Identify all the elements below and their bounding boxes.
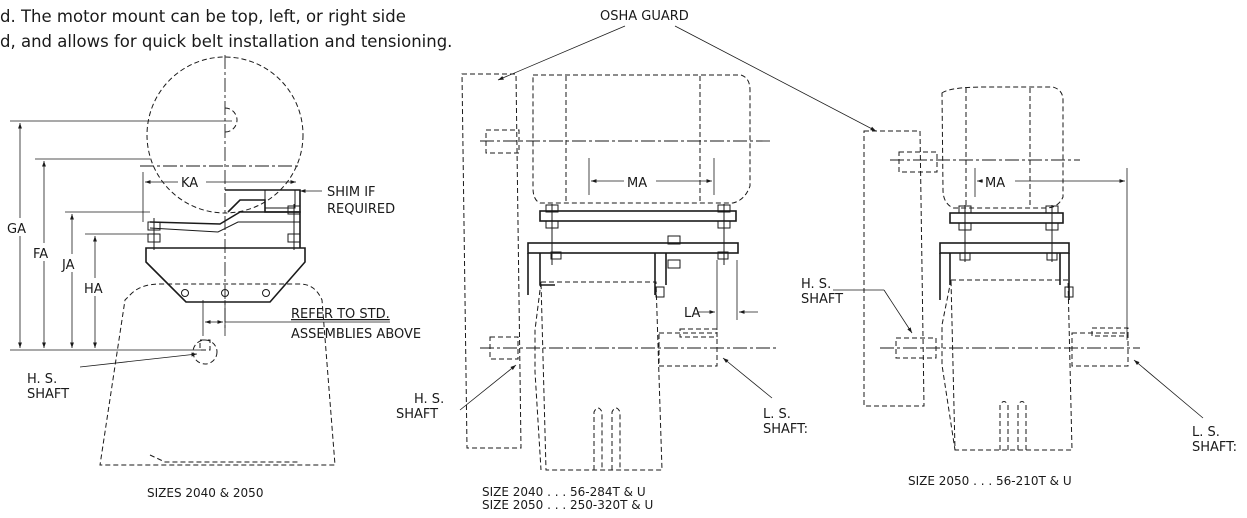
- left-shim-block: [264, 189, 296, 209]
- osha-leader-right: [674, 25, 877, 132]
- left-hs-label-line-1: H. S.: [27, 372, 57, 387]
- left-housing-bolt-b: [221, 289, 229, 297]
- right-base-leg-left: [939, 253, 951, 300]
- refer-label-line-2: ASSEMBLIES ABOVE: [291, 327, 421, 342]
- refer-label-line-1: REFER TO STD.: [291, 307, 390, 322]
- right-motor-shaft: [898, 151, 938, 173]
- middle-reducer-side: [534, 281, 542, 471]
- right-hs-leader: [883, 289, 913, 334]
- right-ma-label: MA: [985, 176, 1005, 191]
- middle-hs-leader: [459, 364, 517, 411]
- left-base-plate: [149, 211, 301, 248]
- right-reducer-side: [941, 279, 956, 451]
- right-base-nut-b: [1046, 252, 1058, 261]
- left-bolt-2: [287, 204, 301, 250]
- middle-reducer-slots: [593, 407, 621, 470]
- right-ma-label-bg: [983, 173, 1015, 189]
- ka-label-bg: [178, 174, 206, 190]
- right-reducer-body: [950, 279, 1073, 451]
- middle-caption-line-2: SIZE 2050 . . . 250-320T & U: [482, 498, 653, 512]
- left-caption: SIZES 2040 & 2050: [147, 486, 263, 500]
- middle-base-nut-e: [655, 286, 665, 298]
- right-ls-shaft-housing: [1071, 332, 1129, 367]
- left-reducer-body: [99, 283, 336, 466]
- middle-base-nut-a: [550, 251, 562, 260]
- ga-label-bg: [6, 218, 34, 236]
- left-plate-lower: [149, 221, 300, 233]
- ja-label: JA: [61, 258, 75, 273]
- middle-base-plate: [527, 242, 739, 254]
- right-motor-ribs: [965, 88, 1031, 208]
- right-base-nut-a: [959, 252, 971, 261]
- ma-label: MA: [627, 176, 647, 191]
- middle-reducer-body: [540, 281, 663, 471]
- ha-label-bg: [83, 278, 109, 296]
- middle-motor-shaft: [485, 129, 520, 154]
- left-hs-shaft-key: [199, 339, 211, 351]
- middle-motor-plate: [539, 210, 737, 222]
- right-ls-label-line-2: SHAFT:: [1192, 440, 1237, 455]
- left-hs-label-line-2: SHAFT: [27, 387, 69, 402]
- middle-osha-guard: [461, 73, 522, 449]
- right-ls-label-line-1: L. S.: [1192, 425, 1220, 440]
- middle-plate-bolt-right: [717, 204, 731, 265]
- right-base-plate: [939, 242, 1070, 254]
- middle-plate-bolt-left: [545, 204, 559, 265]
- right-ls-key: [1091, 327, 1129, 337]
- right-ls-leader: [1133, 359, 1204, 419]
- intro-line-2: d, and allows for quick belt installatio…: [0, 32, 452, 51]
- middle-hs-label-line-1: H. S.: [414, 392, 444, 407]
- right-osha-guard: [863, 130, 925, 407]
- middle-base-nut-b: [667, 235, 681, 245]
- shim-label-line-2: REQUIRED: [327, 202, 395, 217]
- middle-hs-label-line-2: SHAFT: [396, 407, 438, 422]
- left-hs-shaft-outline: [192, 339, 218, 365]
- right-reducer-slots: [999, 401, 1027, 450]
- la-label: LA: [684, 306, 701, 321]
- ja-label-bg: [61, 254, 85, 272]
- intro-line-1: d. The motor mount can be top, left, or …: [0, 7, 406, 26]
- right-hs-label-line-2: SHAFT: [801, 292, 843, 307]
- middle-caption-line-1: SIZE 2040 . . . 56-284T & U: [482, 485, 646, 499]
- middle-ls-shaft-housing: [658, 332, 718, 367]
- left-housing-top: [145, 247, 306, 303]
- middle-base-leg-mid: [654, 253, 667, 295]
- shim-label-line-1: SHIM IF: [327, 185, 376, 200]
- right-motor: [941, 86, 1064, 209]
- fa-label-bg: [32, 243, 58, 261]
- ma-label-bg: [624, 173, 656, 189]
- ga-label: GA: [7, 222, 26, 237]
- left-view: GA FA JA HA KA SHIM IF REQUIRED REFER TO…: [6, 55, 421, 500]
- middle-base-nut-c: [667, 259, 681, 269]
- ka-label: KA: [181, 176, 198, 191]
- left-base-foot: [149, 454, 300, 463]
- left-housing-bolt-c: [262, 289, 270, 297]
- middle-base-leg-left: [527, 253, 555, 295]
- middle-ls-leader: [722, 357, 773, 399]
- osha-leader-left: [497, 25, 626, 81]
- right-hs-label-line-1: H. S.: [801, 277, 831, 292]
- left-hs-leader: [79, 352, 198, 368]
- fa-label: FA: [33, 247, 48, 262]
- right-base-nut-c: [1064, 286, 1074, 298]
- left-motor-bracket: [225, 189, 301, 213]
- right-motor-plate: [949, 212, 1064, 224]
- right-caption: SIZE 2050 . . . 56-210T & U: [908, 474, 1072, 488]
- middle-base-nut-d: [717, 251, 729, 260]
- middle-ls-key: [679, 328, 718, 338]
- osha-guard-label: OSHA GUARD: [600, 9, 689, 24]
- left-sheave-outline: [146, 56, 304, 214]
- right-view: MA H. S. SHAFT: [801, 86, 1237, 488]
- ha-label: HA: [84, 282, 103, 297]
- middle-ls-label-line-2: SHAFT:: [763, 422, 808, 437]
- left-bolt-1: [147, 218, 161, 250]
- middle-ls-label-line-1: L. S.: [763, 407, 791, 422]
- middle-view: MA LA: [396, 73, 808, 512]
- left-housing-bolt-a: [181, 289, 189, 297]
- left-sheave-hub: [224, 107, 238, 133]
